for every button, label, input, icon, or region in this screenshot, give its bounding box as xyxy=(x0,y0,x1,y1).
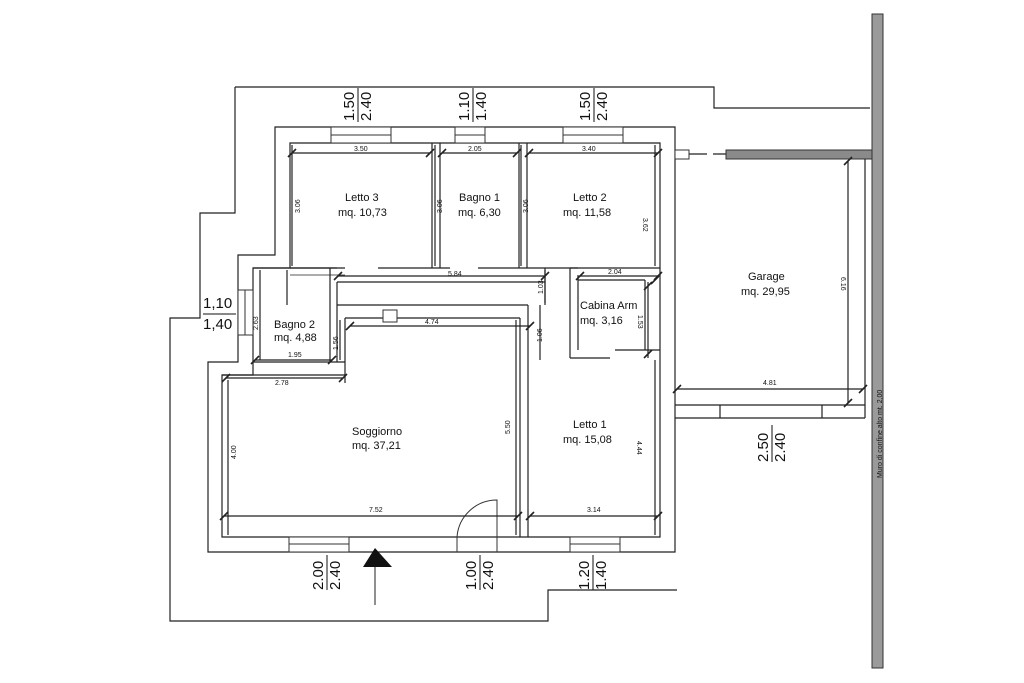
room-area-garage: mq. 29,95 xyxy=(741,286,790,298)
opening-width: 1.50 xyxy=(341,92,358,121)
opening-width: 1.20 xyxy=(576,561,593,590)
boundary-wall-label: Muro di confine alto mt. 2,00 xyxy=(877,390,884,478)
dim-label: 1.06 xyxy=(537,328,544,342)
dimension-ticks xyxy=(219,148,868,521)
opening-height: 1.40 xyxy=(473,92,490,121)
opening-height: 2.40 xyxy=(358,92,375,121)
windows xyxy=(237,126,624,553)
room-name-cabina: Cabina Arm xyxy=(580,300,637,312)
room-name-letto2: Letto 2 xyxy=(573,192,607,204)
dim-label: 7.52 xyxy=(369,507,383,514)
dim-label: 4.74 xyxy=(425,319,439,326)
opening-width: 2.50 xyxy=(755,433,772,462)
dim-label: 3.06 xyxy=(437,199,444,213)
dim-label: 2.05 xyxy=(468,146,482,153)
room-area-letto2: mq. 11,58 xyxy=(563,207,611,219)
dim-label: 3.40 xyxy=(582,146,596,153)
room-name-garage: Garage xyxy=(748,271,785,283)
room-area-soggiorno: mq. 37,21 xyxy=(352,440,401,452)
dim-label: 3.14 xyxy=(587,507,601,514)
opening-width: 2.00 xyxy=(310,561,327,590)
dim-label: 4.00 xyxy=(231,445,238,459)
opening-width: 1.50 xyxy=(577,92,594,121)
room-area-letto3: mq. 10,73 xyxy=(338,207,387,219)
dim-label: 5.84 xyxy=(448,271,462,278)
dim-label: 3.06 xyxy=(523,199,530,213)
opening-width: 1,10 xyxy=(203,295,232,312)
dim-label: 6.16 xyxy=(839,277,846,291)
entrance-arrow xyxy=(363,548,392,567)
entrance-door xyxy=(456,499,498,552)
boundary-wall xyxy=(871,13,884,669)
site-boundary xyxy=(169,86,870,622)
opening-height: 2.40 xyxy=(327,561,344,590)
room-area-cabina: mq. 3,16 xyxy=(580,315,623,327)
dim-label: 3.06 xyxy=(295,199,302,213)
opening-labels: 1.50 2.40 1.10 1.40 1.50 2.40 1,10 1,40 … xyxy=(203,88,789,590)
opening-height: 1,40 xyxy=(203,316,232,333)
dimension-lines xyxy=(224,145,863,535)
dim-label: 2.63 xyxy=(253,316,260,330)
house-outer-wall xyxy=(207,126,676,553)
dim-label: 2.78 xyxy=(275,380,289,387)
dim-label: 3.62 xyxy=(641,218,648,232)
room-name-letto1: Letto 1 xyxy=(573,419,607,431)
opening-height: 2.40 xyxy=(594,92,611,121)
room-name-bagno2: Bagno 2 xyxy=(274,319,315,331)
room-area-bagno1: mq. 6,30 xyxy=(458,207,501,219)
opening-height: 2.40 xyxy=(480,561,497,590)
room-name-letto3: Letto 3 xyxy=(345,192,379,204)
room-name-soggiorno: Soggiorno xyxy=(352,426,402,438)
dim-label: 4.81 xyxy=(763,380,777,387)
dim-label: 4.44 xyxy=(635,441,642,455)
opening-width: 1.00 xyxy=(463,561,480,590)
dim-label: 1.03 xyxy=(538,280,545,294)
dim-label: 1.56 xyxy=(333,336,340,350)
opening-height: 1.40 xyxy=(593,561,610,590)
dim-label: 2.04 xyxy=(608,269,622,276)
opening-height: 2.40 xyxy=(772,433,789,462)
dim-label: 3.50 xyxy=(354,146,368,153)
room-name-bagno1: Bagno 1 xyxy=(459,192,500,204)
garage-walls xyxy=(674,149,873,419)
dim-label: 1.95 xyxy=(288,352,302,359)
opening-width: 1.10 xyxy=(456,92,473,121)
dim-label: 1.53 xyxy=(636,315,643,329)
dim-label: 5.50 xyxy=(505,420,512,434)
room-area-letto1: mq. 15,08 xyxy=(563,434,612,446)
room-area-bagno2: mq. 4,88 xyxy=(274,332,317,344)
